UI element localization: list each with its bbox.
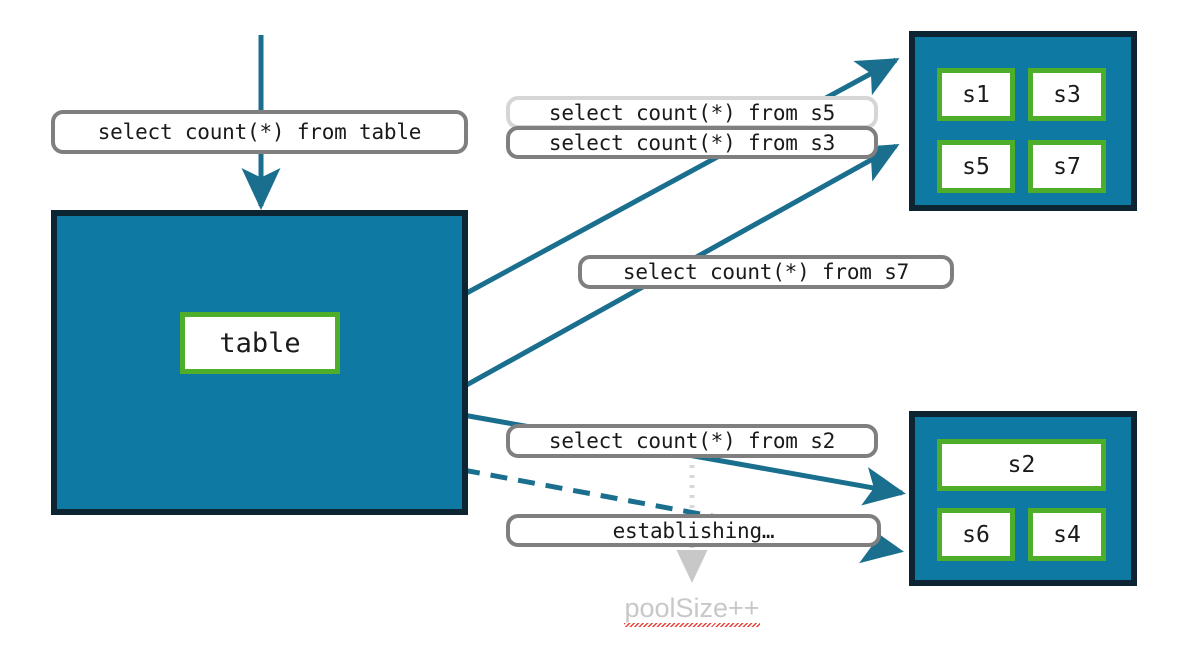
pool-chip-s3[interactable]: s3	[1028, 68, 1106, 121]
pool-chip-s2[interactable]: s2	[937, 439, 1106, 491]
label-establishing[interactable]: establishing…	[506, 514, 881, 547]
label-query-s2[interactable]: select count(*) from s2	[506, 424, 878, 458]
pool-chip-s7[interactable]: s7	[1028, 140, 1106, 193]
table-chip[interactable]: table	[180, 312, 340, 374]
label-query-s5[interactable]: select count(*) from s5	[506, 96, 878, 129]
pool-chip-s4[interactable]: s4	[1028, 508, 1106, 561]
poolsize-annotation: poolSize++	[592, 593, 792, 627]
label-query-s3[interactable]: select count(*) from s3	[506, 126, 878, 159]
pool-chip-s5[interactable]: s5	[937, 140, 1015, 193]
label-entry-query[interactable]: select count(*) from table	[51, 110, 468, 154]
pool-chip-s1[interactable]: s1	[937, 68, 1015, 121]
pool-chip-s6[interactable]: s6	[937, 508, 1015, 561]
poolsize-annotation-text: poolSize++	[624, 593, 760, 627]
label-query-s7[interactable]: select count(*) from s7	[578, 255, 954, 289]
